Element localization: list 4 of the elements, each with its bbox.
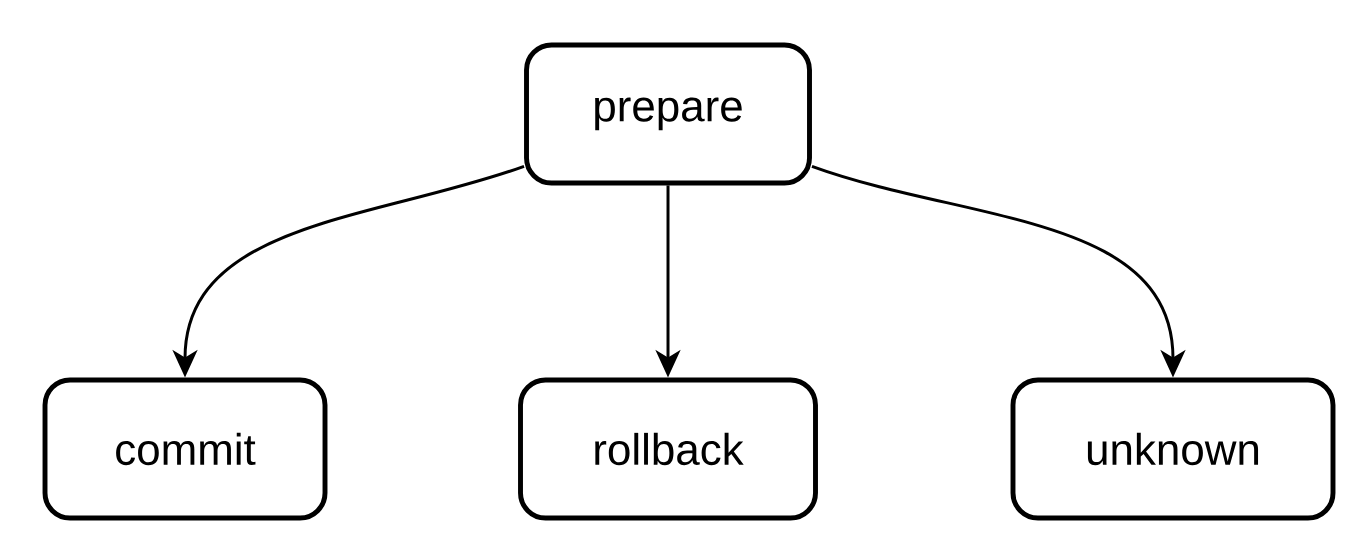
process-box: prepare [524,42,812,186]
process-box: unknown [1010,377,1336,521]
process-box: commit [42,377,328,521]
process-box: rollback [518,377,818,521]
